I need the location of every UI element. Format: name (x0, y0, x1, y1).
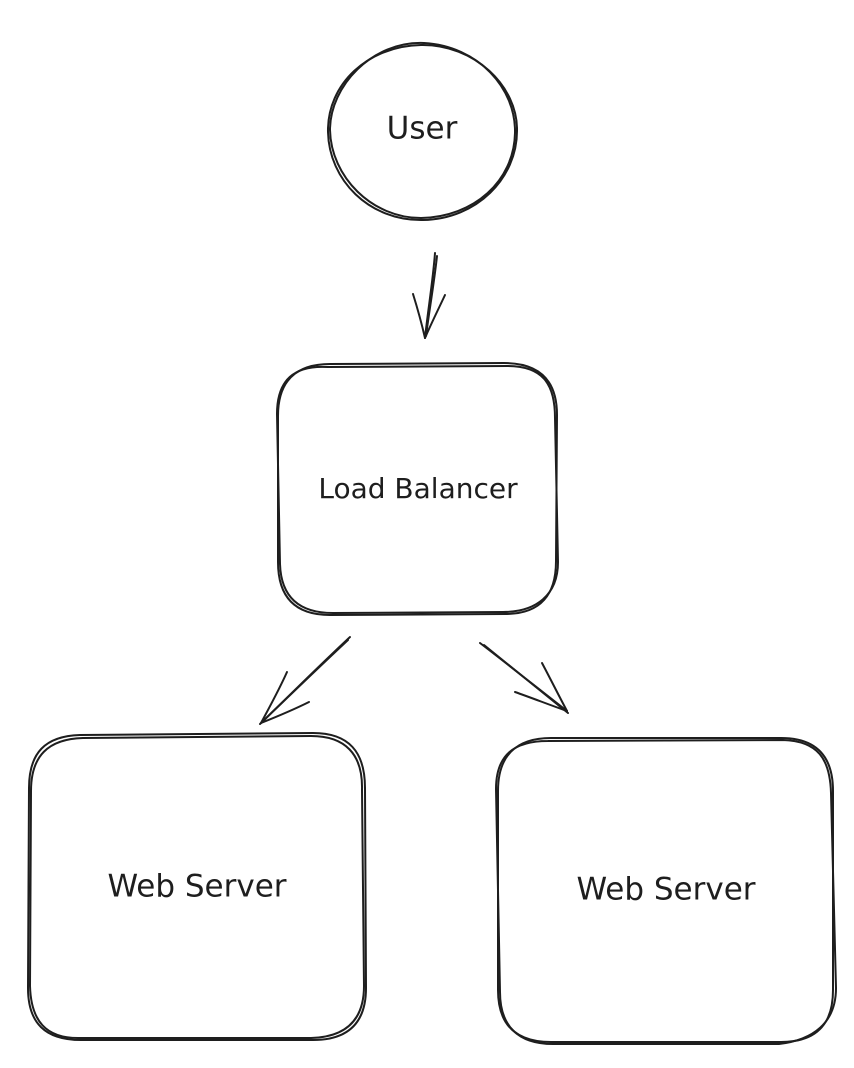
web-server-left-label: Web Server (107, 869, 286, 905)
user-node (326, 41, 519, 222)
load-balancer-node (276, 362, 559, 616)
user-label: User (387, 111, 458, 147)
edge-user-to-load-balancer (412, 252, 446, 339)
web-server-left-node (27, 732, 367, 1041)
edge-load-balancer-to-web-server-left (259, 636, 351, 725)
web-server-right-node (495, 737, 837, 1045)
load-balancer-label: Load Balancer (318, 472, 518, 505)
web-server-right-label: Web Server (576, 872, 755, 908)
edge-load-balancer-to-web-server-right (479, 642, 569, 714)
